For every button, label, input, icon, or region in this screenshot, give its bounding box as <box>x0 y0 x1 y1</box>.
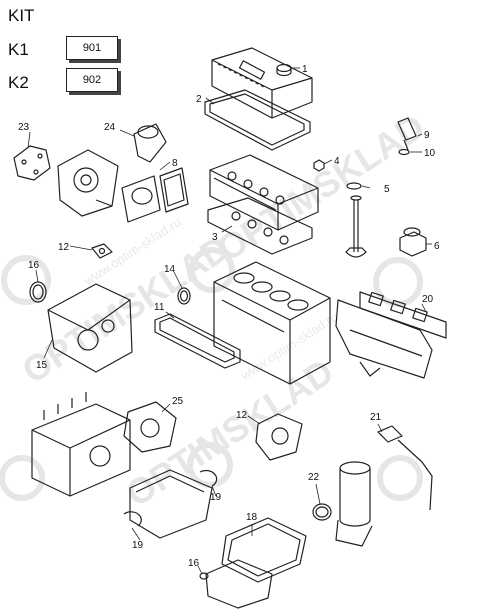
part-6-thermostat[interactable] <box>399 227 427 257</box>
part-valve[interactable] <box>345 195 367 258</box>
kit-code-k1[interactable]: 901 <box>66 36 118 60</box>
callout-16-top[interactable]: 16 <box>28 260 40 271</box>
callout-10[interactable]: 10 <box>424 148 436 159</box>
part-exhaust-manifold[interactable] <box>335 299 433 379</box>
part-16-o-ring[interactable] <box>29 281 47 303</box>
part-12-small-gasket[interactable] <box>91 243 113 259</box>
kit-label-k2: K2 <box>8 73 29 92</box>
kit-title: KIT <box>8 6 35 25</box>
kit-code-k2[interactable]: 902 <box>66 68 118 92</box>
callout-25[interactable]: 25 <box>172 396 184 407</box>
callout-24[interactable]: 24 <box>104 122 116 133</box>
watermark-ring-icon <box>373 257 423 307</box>
watermark-ring-icon <box>189 247 235 293</box>
part-20-manifold-gasket[interactable] <box>359 291 447 339</box>
part-oil-filter[interactable] <box>335 461 373 547</box>
part-cylinder-head[interactable] <box>209 154 319 231</box>
part-oil-pan[interactable] <box>129 469 213 539</box>
part-rocker-cover[interactable] <box>211 47 313 119</box>
part-8-water-pump-gasket[interactable] <box>159 167 189 213</box>
part-23-pump-gasket[interactable] <box>13 145 51 181</box>
watermark-ring-icon <box>0 455 45 501</box>
part-5-valve-seal[interactable] <box>346 182 362 190</box>
callout-14[interactable]: 14 <box>164 264 176 275</box>
part-2-rocker-cover-gasket[interactable] <box>204 89 311 151</box>
kit-row-k1: K1 <box>8 40 44 60</box>
part-19-clip-lower[interactable] <box>123 511 142 527</box>
callout-21[interactable]: 21 <box>370 412 382 423</box>
part-16-drain-plug[interactable] <box>199 572 209 580</box>
part-15-timing-cover[interactable] <box>47 283 133 373</box>
kit-label-k1: K1 <box>8 40 29 59</box>
part-24-thermostat-cover[interactable] <box>133 123 167 163</box>
callout-19-lower[interactable]: 19 <box>132 540 144 551</box>
watermark-ring-icon <box>377 455 423 501</box>
callout-8[interactable]: 8 <box>172 158 178 169</box>
part-19-clip-upper[interactable] <box>199 469 218 487</box>
part-18-oil-pan-gasket[interactable] <box>221 517 307 583</box>
callout-6[interactable]: 6 <box>434 241 440 252</box>
callout-15[interactable]: 15 <box>36 360 48 371</box>
part-4-seal-nut[interactable] <box>313 159 325 172</box>
watermark-layer: OPTIMSKLAD OPTIMSKLAD OPTIMSKLAD www.opt… <box>0 105 432 515</box>
callout-3[interactable]: 3 <box>212 232 218 243</box>
part-12-cover-gasket[interactable] <box>255 413 303 461</box>
callout-9[interactable]: 9 <box>424 130 430 141</box>
part-injection-pump[interactable] <box>31 392 131 497</box>
callout-22[interactable]: 22 <box>308 472 320 483</box>
part-water-pump-housing[interactable] <box>121 175 161 223</box>
watermark-ring-icon <box>1 255 51 305</box>
callout-4[interactable]: 4 <box>334 156 340 167</box>
callout-5[interactable]: 5 <box>384 184 390 195</box>
part-3-head-gasket[interactable] <box>207 197 313 255</box>
callout-19-upper[interactable]: 19 <box>210 492 222 503</box>
callout-12-left[interactable]: 12 <box>58 242 70 253</box>
part-9-injector[interactable] <box>397 117 417 151</box>
leader-lines <box>27 67 432 575</box>
part-11-side-cover-gasket[interactable] <box>154 313 241 369</box>
callout-20[interactable]: 20 <box>422 294 434 305</box>
callout-2[interactable]: 2 <box>196 94 202 105</box>
callout-12-center[interactable]: 12 <box>236 410 248 421</box>
part-oil-sump[interactable] <box>205 559 273 609</box>
watermark-ring-icon <box>187 442 233 488</box>
part-14-seal-ring[interactable] <box>177 287 191 305</box>
callout-23[interactable]: 23 <box>18 122 30 133</box>
part-oil-pump[interactable] <box>57 149 119 217</box>
part-21-fuel-line[interactable] <box>377 425 433 511</box>
part-22-filter-seal[interactable] <box>312 503 332 521</box>
part-25-injection-pump-gasket[interactable] <box>123 401 177 453</box>
callout-16-bottom[interactable]: 16 <box>188 558 200 569</box>
part-engine-block[interactable] <box>213 261 331 385</box>
callout-18[interactable]: 18 <box>246 512 258 523</box>
part-10-washer[interactable] <box>398 148 410 156</box>
callouts: 1 2 3 4 5 6 8 9 10 11 12 12 14 15 16 16 … <box>18 64 440 569</box>
callout-1[interactable]: 1 <box>302 64 308 75</box>
kit-row-k2: K2 <box>8 73 44 93</box>
callout-11[interactable]: 11 <box>154 302 165 313</box>
